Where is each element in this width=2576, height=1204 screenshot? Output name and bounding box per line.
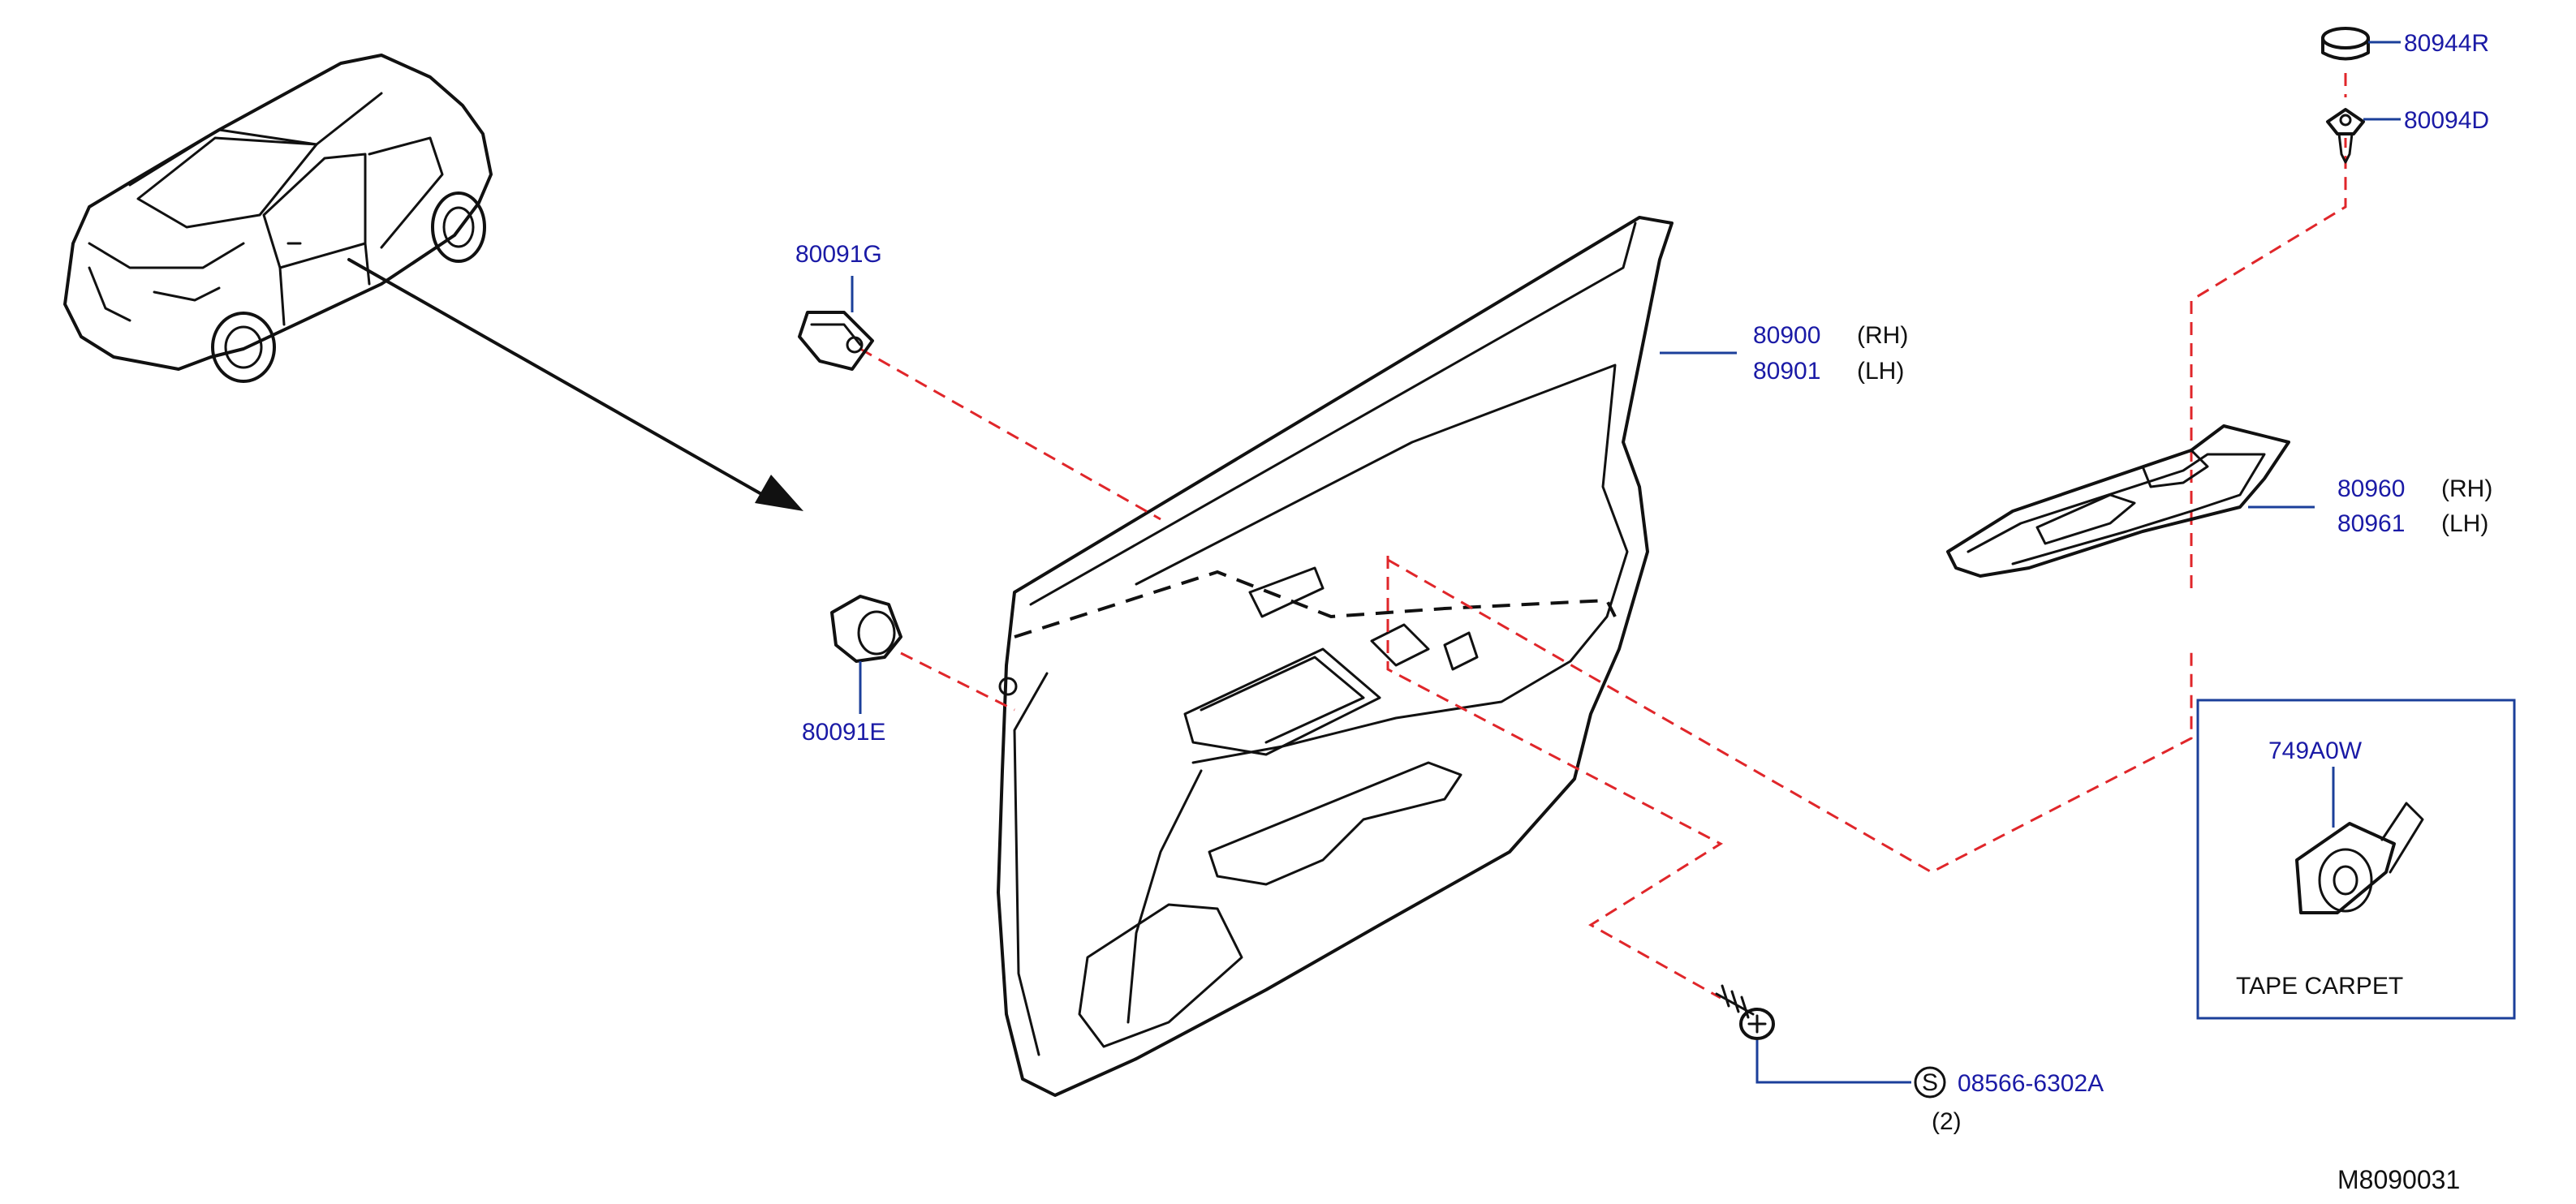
side-label-lh-finisher: (LH) bbox=[2441, 510, 2488, 537]
side-label-rh: (RH) bbox=[1857, 322, 1908, 349]
direction-arrow bbox=[347, 258, 765, 497]
connector-grommet-e bbox=[900, 651, 1015, 712]
connector-screw bbox=[1386, 556, 1724, 1000]
part-label-749a0w: 749A0W bbox=[2268, 737, 2363, 764]
arrow-head-icon bbox=[755, 475, 803, 511]
screw-symbol-letter: S bbox=[1922, 1069, 1938, 1096]
cap-illustration bbox=[2321, 27, 2370, 61]
tape-carpet-label: TAPE CARPET bbox=[2236, 973, 2403, 1000]
part-label-80091g: 80091G bbox=[795, 241, 882, 268]
side-label-lh: (LH) bbox=[1857, 358, 1904, 385]
tape-carpet-inset bbox=[2196, 699, 2516, 1020]
finisher-illustration bbox=[1946, 424, 2290, 578]
part-label-80944r: 80944R bbox=[2404, 30, 2489, 57]
part-label-08566-6302a: 08566-6302A bbox=[1958, 1070, 2104, 1097]
side-label-rh-finisher: (RH) bbox=[2441, 475, 2492, 502]
diagram-id: M8090031 bbox=[2337, 1165, 2460, 1194]
car-illustration bbox=[63, 54, 493, 383]
part-label-80961: 80961 bbox=[2337, 510, 2405, 537]
connector-clip-d bbox=[2190, 138, 2347, 588]
part-label-80094d: 80094D bbox=[2404, 107, 2489, 134]
connector-clip-g bbox=[859, 347, 1161, 521]
clip-g-illustration bbox=[798, 311, 874, 371]
grommet-e-illustration bbox=[830, 595, 902, 663]
part-label-80901: 80901 bbox=[1753, 358, 1820, 385]
screw-standard-symbol bbox=[1914, 1066, 1946, 1099]
tape-roll-illustration bbox=[2295, 802, 2424, 914]
door-trim-panel bbox=[997, 216, 1674, 1097]
clip-d-illustration bbox=[2326, 108, 2365, 164]
part-label-80960: 80960 bbox=[2337, 475, 2405, 502]
leader-screw bbox=[1755, 1040, 1911, 1084]
part-label-80900: 80900 bbox=[1753, 322, 1820, 349]
screw-illustration bbox=[1715, 984, 1775, 1040]
screw-quantity: (2) bbox=[1932, 1108, 1962, 1135]
part-label-80091e: 80091E bbox=[802, 719, 885, 746]
